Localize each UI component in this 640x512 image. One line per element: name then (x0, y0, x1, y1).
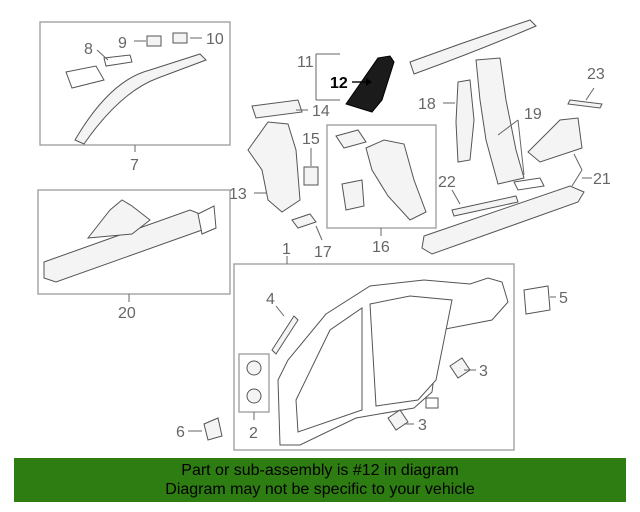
callout-8: 8 (84, 41, 93, 58)
callout-7: 7 (130, 157, 139, 174)
part-22-strip[interactable] (451, 195, 519, 217)
part-3-patch[interactable] (425, 397, 439, 409)
callout-14: 14 (312, 103, 330, 120)
callout-4: 4 (266, 291, 275, 308)
part-7-roof-rail[interactable] (65, 53, 207, 145)
callout-15: 15 (302, 131, 320, 148)
part-9-clip[interactable] (146, 35, 162, 47)
part-12-highlighted[interactable] (345, 55, 395, 113)
part-14-bracket[interactable] (251, 99, 303, 119)
part-15-plate[interactable] (303, 166, 319, 186)
part-5-patch[interactable] (523, 285, 551, 315)
callout-20: 20 (118, 305, 136, 322)
parts-diagram: 8 9 10 7 11 12 14 13 15 17 16 (37, 19, 611, 451)
part-2-grommets[interactable] (246, 360, 262, 404)
callout-9: 9 (118, 35, 127, 52)
group-box-1 (233, 263, 515, 451)
part-1-body-side[interactable] (277, 277, 509, 446)
callout-6: 6 (176, 424, 185, 441)
callout-22: 22 (438, 174, 456, 191)
callout-5: 5 (559, 290, 568, 307)
callout-3a: 3 (479, 363, 488, 380)
part-4-strip[interactable] (271, 315, 299, 355)
part-17-clip[interactable] (291, 213, 317, 229)
info-banner: Part or sub-assembly is #12 in diagram D… (14, 458, 626, 502)
part-3-bracket-b[interactable] (387, 409, 409, 431)
part-20-rocker-assembly[interactable] (43, 199, 217, 283)
banner-line-1: Part or sub-assembly is #12 in diagram (181, 462, 459, 479)
banner-line-2: Diagram may not be specific to your vehi… (165, 481, 475, 498)
part-6-clip[interactable] (203, 417, 223, 441)
part-3-bracket-a[interactable] (449, 357, 471, 379)
part-16-pillar[interactable] (335, 129, 427, 221)
callout-23: 23 (587, 66, 605, 83)
part-11-rail[interactable] (409, 19, 537, 75)
callout-11: 11 (297, 54, 314, 71)
callout-12: 12 (330, 75, 348, 92)
callout-16: 16 (372, 239, 390, 256)
callout-13: 13 (229, 186, 247, 203)
part-21-rocker[interactable] (421, 117, 585, 255)
part-13-hinge-pillar[interactable] (247, 121, 301, 213)
callout-17: 17 (314, 244, 332, 261)
callout-19: 19 (524, 106, 542, 123)
part-23-strip[interactable] (567, 99, 603, 109)
part-19-b-pillar[interactable] (475, 57, 545, 191)
callout-2: 2 (249, 425, 258, 442)
callout-3b: 3 (418, 417, 427, 434)
callout-21: 21 (593, 171, 611, 188)
part-18-b-pillar-inner[interactable] (455, 79, 475, 163)
callout-1: 1 (282, 241, 291, 258)
part-10-clip[interactable] (172, 32, 188, 44)
callout-10: 10 (206, 31, 224, 48)
callout-18: 18 (418, 96, 436, 113)
group-box-20 (37, 189, 231, 295)
